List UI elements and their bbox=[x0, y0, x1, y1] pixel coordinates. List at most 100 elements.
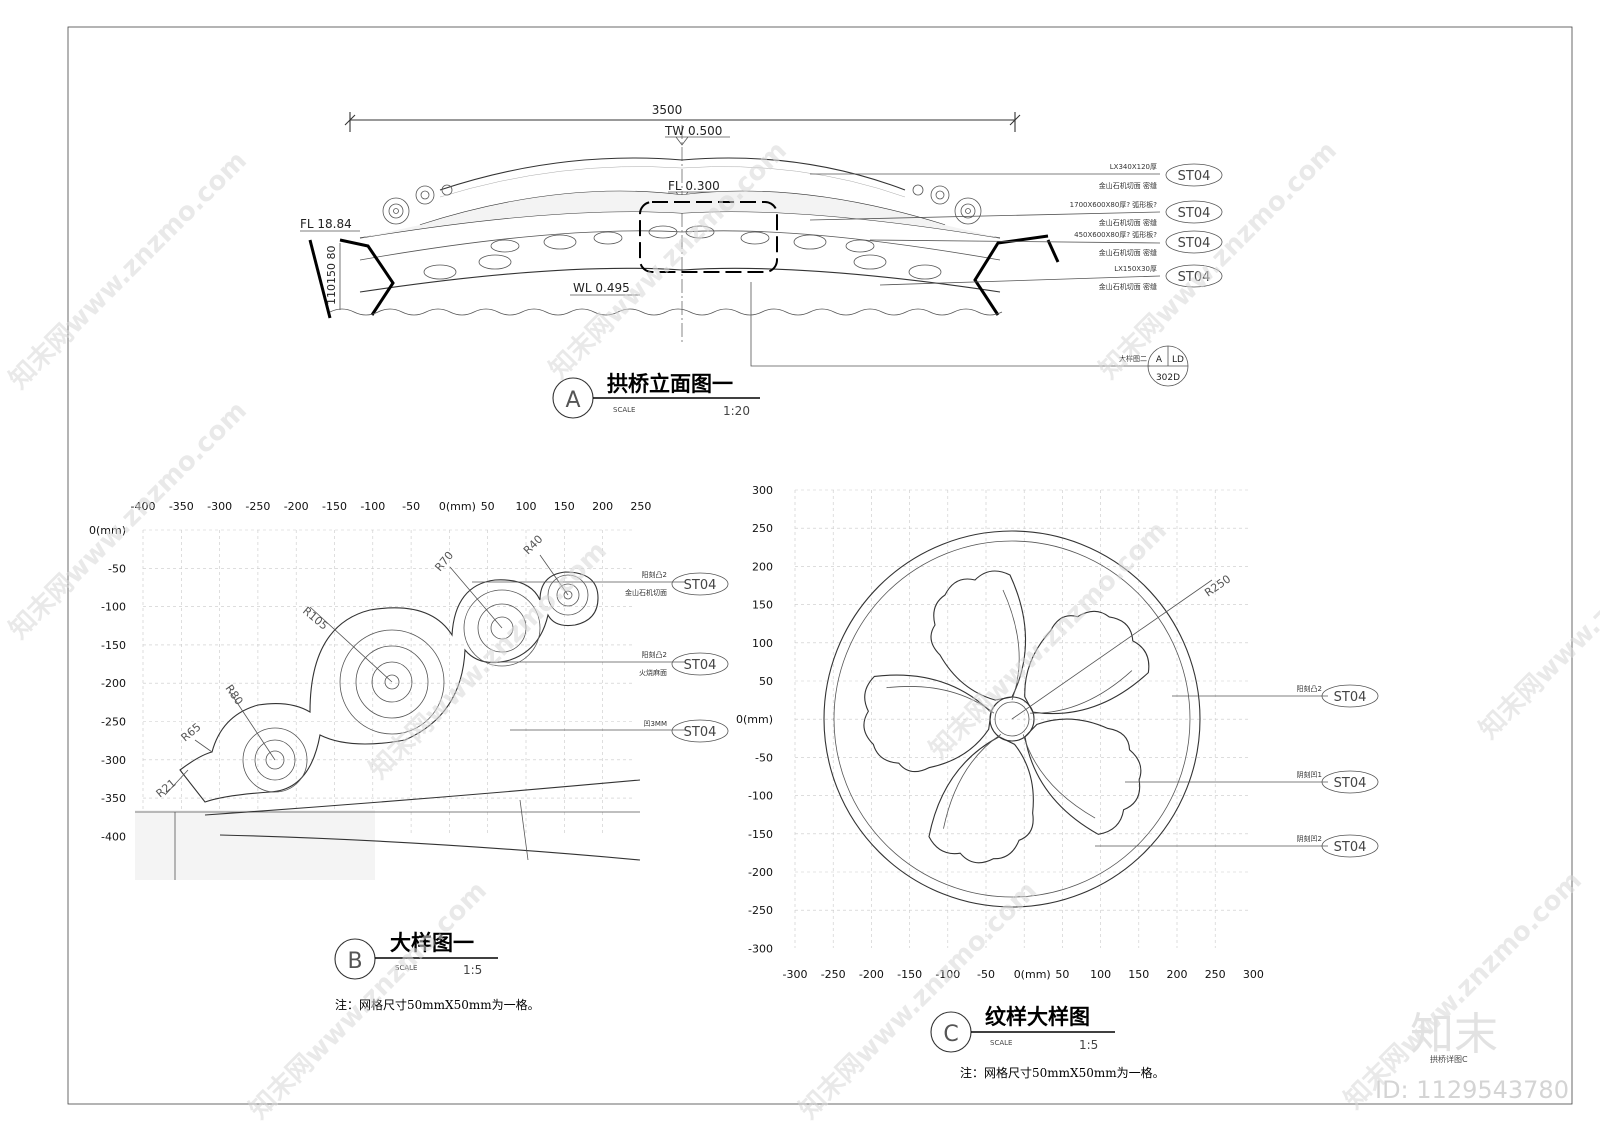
callout-a4-sub: 金山石机切面 密缝 bbox=[1099, 282, 1157, 291]
radius-r105: R105 bbox=[300, 604, 330, 632]
x-tick-label: -300 bbox=[783, 968, 808, 981]
petal bbox=[1024, 610, 1150, 715]
y-tick-label: -300 bbox=[748, 942, 773, 955]
watermark-logo: 知末 bbox=[1410, 1009, 1498, 1060]
view-b-note: 注：网格尺寸50mmX50mm为一格。 bbox=[335, 997, 540, 1012]
petal bbox=[930, 570, 1027, 701]
y-tick-label: -250 bbox=[101, 716, 126, 729]
view-a-callouts: LX340X120厚 金山石机切面 密缝 ST04 1700X600X80厚? … bbox=[1070, 163, 1223, 387]
callout-a2-desc: 1700X600X80厚? 弧形板? bbox=[1070, 200, 1158, 209]
x-tick-label: 250 bbox=[630, 500, 651, 513]
y-tick-label: -150 bbox=[748, 828, 773, 841]
y-tick-label: -50 bbox=[108, 562, 126, 575]
view-b-scale-value: 1:5 bbox=[463, 963, 482, 977]
y-tick-label: -50 bbox=[755, 751, 773, 764]
callout-a1-sub: 金山石机切面 密缝 bbox=[1099, 181, 1157, 190]
view-b-circle-label: B bbox=[347, 949, 362, 974]
dim-width: 3500 bbox=[652, 103, 683, 117]
x-tick-label: -250 bbox=[821, 968, 846, 981]
x-tick-label: -150 bbox=[322, 500, 347, 513]
x-tick-label: 150 bbox=[1128, 968, 1149, 981]
view-c-title-block: C 纹样大样图 SCALE 1:5 注：网格尺寸50mmX50mm为一格。 bbox=[930, 1005, 1165, 1080]
watermark-text: 知末网www.znzmo.com bbox=[1339, 866, 1588, 1115]
radius-r21: R21 bbox=[154, 776, 179, 800]
x-tick-label: 0(mm) bbox=[439, 500, 476, 513]
sheet-border bbox=[67, 26, 1573, 1105]
y-tick-label: 50 bbox=[759, 675, 773, 688]
watermark-text: 知末网www.znzmo.com bbox=[4, 396, 253, 645]
x-tick-label: 200 bbox=[1167, 968, 1188, 981]
view-b-grid: -400 -350 -300 -250 -200 -150 -100 -50 0(mm) 50 10… bbox=[89, 500, 685, 880]
y-tick-label: -400 bbox=[101, 830, 126, 843]
y-tick-label: 250 bbox=[752, 522, 773, 535]
y-tick-label: -200 bbox=[101, 677, 126, 690]
view-c-circle-label: C bbox=[943, 1022, 958, 1047]
view-a-circle-label: A bbox=[565, 388, 580, 413]
view-b-title-block: B 大样图一 SCALE 1:5 注：网格尺寸50mmX50mm为一格。 bbox=[334, 931, 540, 1012]
x-tick-label: -200 bbox=[859, 968, 884, 981]
x-tick-label: 150 bbox=[554, 500, 575, 513]
view-b-scale-label: SCALE bbox=[395, 964, 417, 972]
view-a-elevation: 3500 TW 0.500 FL 0.300 bbox=[300, 103, 1161, 367]
y-tick-label: -100 bbox=[101, 601, 126, 614]
x-tick-label: -400 bbox=[131, 500, 156, 513]
view-c-scale-value: 1:5 bbox=[1079, 1038, 1098, 1052]
x-tick-label: 0(mm) bbox=[1014, 968, 1051, 981]
y-tick-label: 200 bbox=[752, 560, 773, 573]
view-c-scale-label: SCALE bbox=[990, 1039, 1012, 1047]
x-tick-label: 50 bbox=[1055, 968, 1069, 981]
detail-ref-label: 大样图二 bbox=[1119, 354, 1147, 363]
petal bbox=[863, 674, 995, 773]
y-tick-label: -200 bbox=[748, 866, 773, 879]
y-tick-label: 0(mm) bbox=[89, 524, 126, 537]
callout-a4-tag: ST04 bbox=[1178, 270, 1211, 285]
callout-a3-sub: 金山石机切面 密缝 bbox=[1099, 248, 1157, 257]
callout-a2-tag: ST04 bbox=[1178, 206, 1211, 221]
view-a-title-block: A 拱桥立面图一 SCALE 1:20 bbox=[552, 372, 760, 419]
y-tick-label: 100 bbox=[752, 637, 773, 650]
y-tick-label: 150 bbox=[752, 599, 773, 612]
view-a-scale-label: SCALE bbox=[613, 406, 635, 414]
view-c-labels: R250 阳刻凸2 ST04 阴刻凹1 ST04 阴刻凹2 ST04 bbox=[1202, 572, 1379, 858]
x-tick-label: 50 bbox=[481, 500, 495, 513]
y-tick-label: 0(mm) bbox=[736, 713, 773, 726]
callout-b1-tag: ST04 bbox=[684, 578, 717, 593]
x-tick-label: 100 bbox=[516, 500, 537, 513]
x-tick-label: -300 bbox=[207, 500, 232, 513]
height-dims: 110150 80 bbox=[325, 246, 338, 306]
x-tick-label: -150 bbox=[897, 968, 922, 981]
petal bbox=[928, 734, 1034, 864]
x-tick-label: 100 bbox=[1090, 968, 1111, 981]
x-tick-label: -50 bbox=[977, 968, 995, 981]
callout-a4-desc: LX150X30厚 bbox=[1114, 265, 1157, 273]
view-c-title: 纹样大样图 bbox=[985, 1005, 1090, 1029]
wl-level: WL 0.495 bbox=[573, 281, 630, 295]
view-c-note: 注：网格尺寸50mmX50mm为一格。 bbox=[960, 1065, 1165, 1080]
callout-c1-tag: ST04 bbox=[1334, 690, 1367, 705]
radius-r80: R80 bbox=[223, 682, 246, 707]
view-a-scale-value: 1:20 bbox=[723, 404, 750, 418]
view-b-title: 大样图一 bbox=[390, 931, 474, 955]
watermark-text: 知末网www.znzmo.com bbox=[1474, 496, 1600, 745]
callout-c2-tag: ST04 bbox=[1334, 776, 1367, 791]
detail-ref-sheet: LD bbox=[1172, 355, 1184, 365]
x-tick-label: -100 bbox=[935, 968, 960, 981]
radius-r250: R250 bbox=[1202, 572, 1233, 599]
callout-c2-desc: 阴刻凹1 bbox=[1297, 770, 1322, 779]
x-tick-label: -250 bbox=[245, 500, 270, 513]
x-tick-label: 200 bbox=[592, 500, 613, 513]
petal bbox=[1022, 718, 1142, 835]
y-tick-label: -100 bbox=[748, 790, 773, 803]
detail-ref-letter: A bbox=[1156, 355, 1163, 365]
watermark-id: ID: 1129543780 bbox=[1375, 1076, 1569, 1104]
x-tick-label: -350 bbox=[169, 500, 194, 513]
view-b-labels: R40 R70 R105 R80 R65 R21 阳刻凸2 金山石机切面 ST0… bbox=[154, 533, 729, 800]
fl-level: FL 0.300 bbox=[668, 179, 720, 193]
callout-b3-tag: ST04 bbox=[684, 725, 717, 740]
callout-a3-tag: ST04 bbox=[1178, 236, 1211, 251]
callout-c3-tag: ST04 bbox=[1334, 840, 1367, 855]
fl-left: FL 18.84 bbox=[300, 217, 352, 231]
callout-b1-sub: 金山石机切面 bbox=[625, 588, 667, 597]
y-tick-label: -250 bbox=[748, 904, 773, 917]
